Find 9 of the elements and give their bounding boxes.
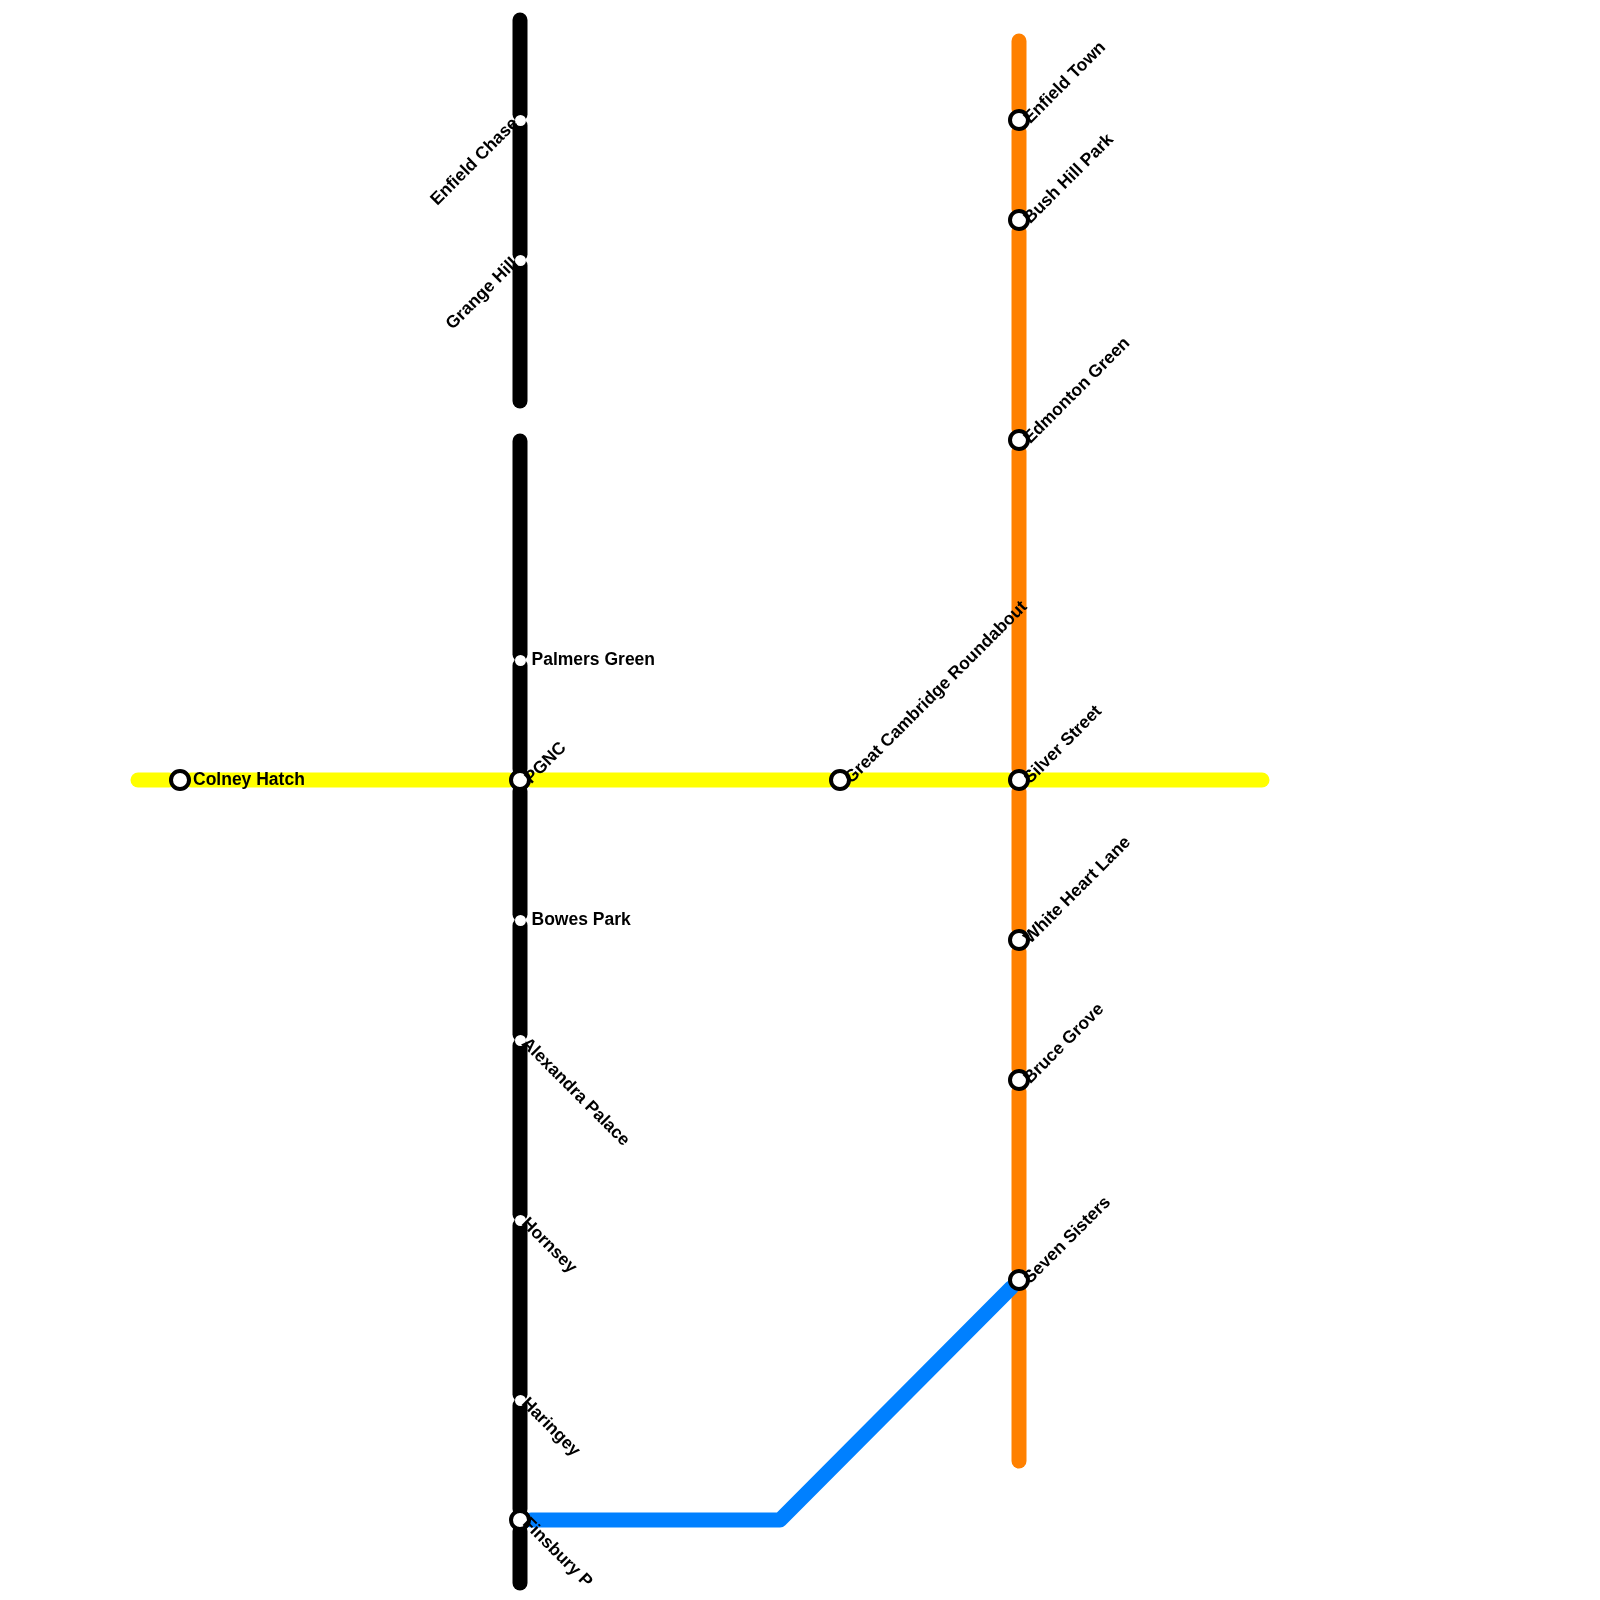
station-name: Bowes Park — [531, 909, 631, 929]
transit-line — [512, 258, 528, 409]
transit-line — [512, 12, 528, 122]
transit-line — [512, 918, 528, 1042]
station-name: Palmers Green — [531, 649, 656, 669]
transit-line — [512, 1218, 528, 1402]
transit-line — [512, 1038, 528, 1222]
station-name: Colney Hatch — [193, 769, 305, 789]
transit-line — [512, 433, 528, 662]
